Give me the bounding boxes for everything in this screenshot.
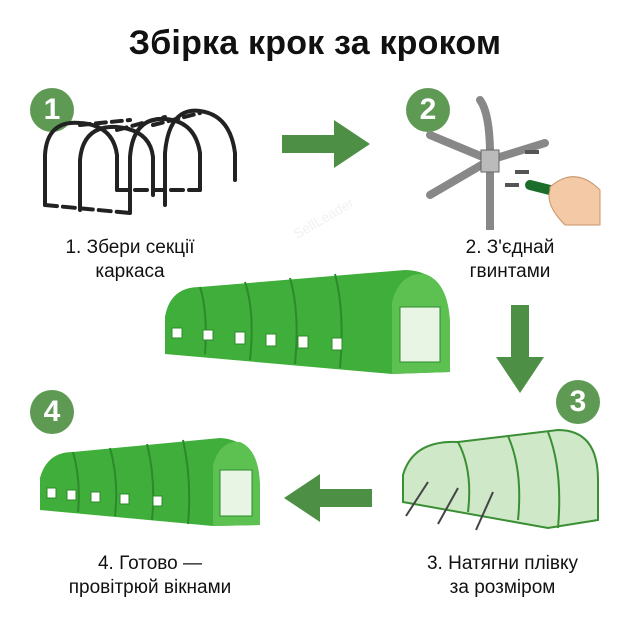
step-3-caption-line1: 3. Натягни плівку xyxy=(426,553,579,574)
step-1-number: 1 xyxy=(43,93,61,126)
step-3-caption-line2: за розміром xyxy=(449,576,556,598)
arrow-left-icon xyxy=(284,474,372,522)
step-2-caption: 2. З'єднай гвинтами xyxy=(420,236,600,284)
step-3-caption: 3. Натягни плівку за розміром xyxy=(400,552,605,600)
film-cover-illustration xyxy=(402,428,599,531)
step-4-caption: 4. Готово — провітрюй вікнами xyxy=(30,552,270,600)
screw-connection-illustration xyxy=(426,96,601,230)
step-2-caption-line1: 2. З'єднай xyxy=(465,237,555,258)
arrow-down-icon xyxy=(496,305,544,393)
frame-sections-illustration xyxy=(43,108,237,215)
greenhouse-large-illustration xyxy=(165,270,450,374)
step-1-caption-line2: каркаса xyxy=(95,260,165,282)
step-2-caption-line2: гвинтами xyxy=(469,260,551,282)
page-title: Збірка крок за кроком xyxy=(128,24,502,62)
step-3-number: 3 xyxy=(569,385,587,418)
step-2-badge: 2 xyxy=(406,88,450,132)
step-4-caption-line2: провітрюй вікнами xyxy=(68,576,232,598)
step-2-number: 2 xyxy=(419,93,437,126)
step-1-caption: 1. Збери секції каркаса xyxy=(30,236,230,284)
step-4-number: 4 xyxy=(43,395,61,428)
step-4-caption-line1: 4. Готово — xyxy=(97,553,203,574)
watermark: SellLeader xyxy=(290,194,357,242)
arrow-right-icon xyxy=(282,120,370,168)
step-1-badge: 1 xyxy=(30,88,74,132)
step-1-caption-line1: 1. Збери секції xyxy=(65,237,195,258)
greenhouse-finished-illustration xyxy=(40,438,260,526)
step-4-badge: 4 xyxy=(30,390,74,434)
step-3-badge: 3 xyxy=(556,380,600,424)
